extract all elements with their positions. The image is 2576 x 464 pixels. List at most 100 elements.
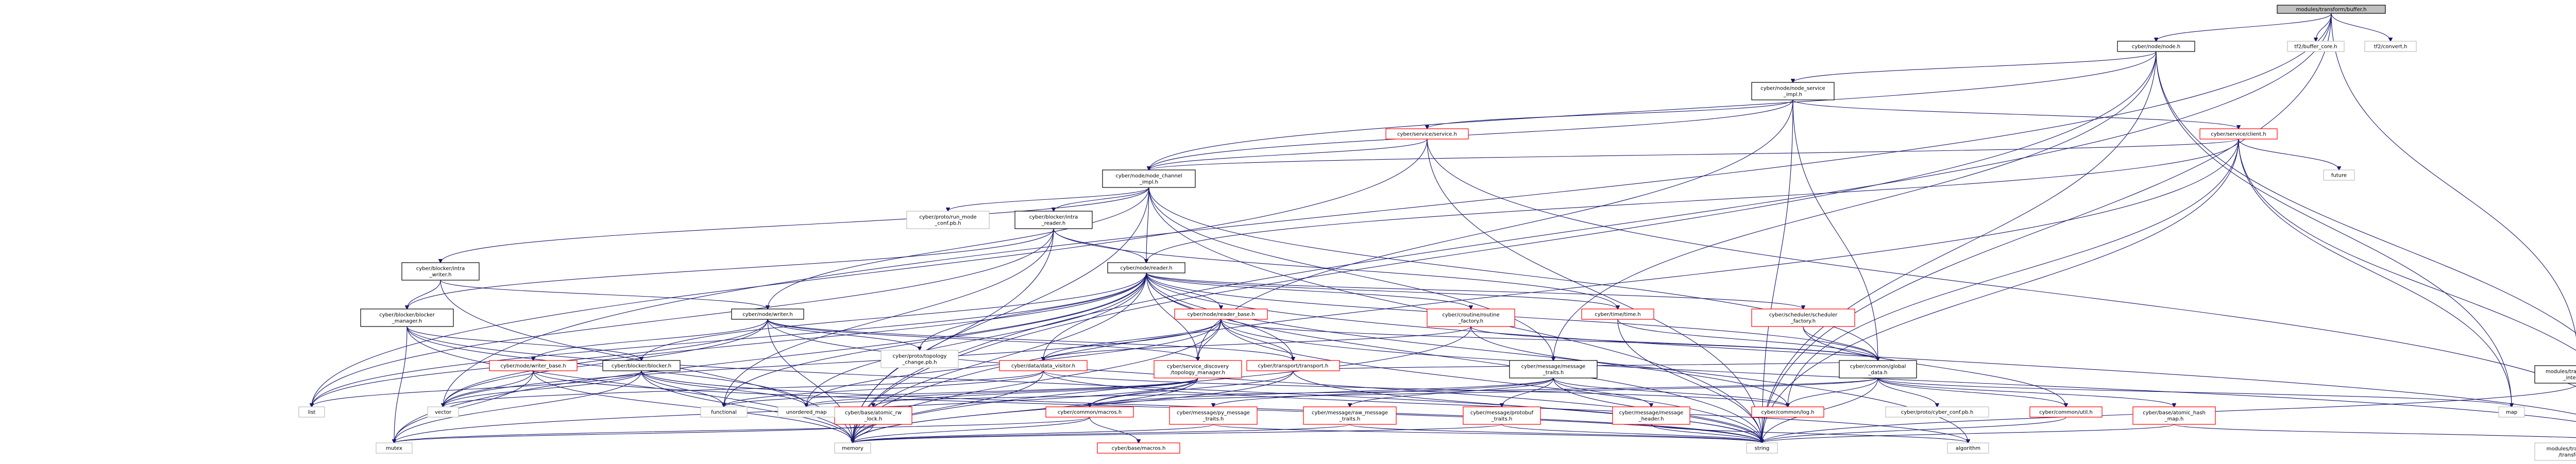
edge-service_h-to-list: [312, 139, 1428, 407]
node-intra-reader[interactable]: cyber/blocker/intra_reader.h: [1014, 211, 1093, 229]
node-box: [880, 350, 959, 368]
edge-atomic_hash_map-to-utility: [2174, 424, 2576, 438]
edge-reader_h-to-reader_base: [1146, 272, 1221, 309]
node-atomic-hash-map[interactable]: cyber/base/atomic_hash_map.h: [2132, 406, 2216, 425]
node-label: functional: [711, 410, 737, 416]
node-data-visitor[interactable]: cyber/data/data_visitor.h: [999, 360, 1088, 371]
node-box: [1246, 360, 1340, 371]
node-base-macros[interactable]: cyber/base/macros.h: [1097, 442, 1180, 454]
node-box: [1169, 406, 1258, 425]
node-future: future: [2323, 169, 2355, 181]
node-map: map: [2498, 406, 2525, 418]
edge-routine_factory-to-log_h: [1470, 326, 1788, 407]
node-scheduler-factory[interactable]: cyber/scheduler/scheduler_factory.h: [1751, 308, 1855, 327]
edge-reader_base-to-topology_manager: [1198, 319, 1222, 360]
node-node-channel-impl[interactable]: cyber/node/node_channel_impl.h: [1102, 169, 1196, 188]
node-label: cyber/node/node.h: [2132, 44, 2180, 50]
node-box: [602, 360, 681, 371]
edge-data_visitor-to-functional: [724, 370, 1044, 407]
node-label: cyber/blocker/intra: [1029, 215, 1078, 220]
edge-writer_base-to-string: [533, 370, 1762, 443]
node-node-h[interactable]: cyber/node/node.h: [2117, 41, 2195, 52]
node-box: [1839, 360, 1917, 379]
node-label: _interface.h: [2563, 375, 2576, 381]
node-time-h[interactable]: cyber/time/time.h: [1581, 308, 1654, 320]
node-reader-h[interactable]: cyber/node/reader.h: [1107, 262, 1185, 273]
edge-routine_factory-to-global_data: [1470, 326, 1878, 360]
node-box: [1427, 308, 1515, 327]
edge-node_service_impl-to-global_data: [1792, 99, 1878, 360]
node-message-header[interactable]: cyber/message/message_header.h: [1612, 406, 1690, 425]
edge-service_h-to-string: [1427, 139, 1762, 443]
edge-protobuf_traits-to-string: [1501, 424, 1762, 443]
node-buffer-interface[interactable]: modules/transform/buffer_interface.h: [2534, 365, 2576, 384]
edge-client_h-to-string: [1762, 139, 2239, 443]
node-box: [1581, 308, 1654, 320]
edge-root-to-string: [1762, 13, 2332, 443]
node-transport-h[interactable]: cyber/transport/transport.h: [1246, 360, 1340, 371]
node-routine-factory[interactable]: cyber/croutine/routine_factory.h: [1427, 308, 1515, 327]
edge-blocker_manager-to-blocker_h: [406, 326, 641, 360]
edge-atomic_hash_map-to-string: [1762, 424, 2175, 443]
node-intra-writer[interactable]: cyber/blocker/intra_writer.h: [401, 262, 480, 281]
node-list: list: [298, 406, 325, 418]
node-reader-base[interactable]: cyber/node/reader_base.h: [1174, 308, 1268, 320]
node-label: algorithm: [1956, 446, 1980, 452]
node-message-traits[interactable]: cyber/message/message_traits.h: [1509, 360, 1598, 379]
edge-py_message_traits-to-string: [1213, 424, 1762, 443]
node-writer-h[interactable]: cyber/node/writer.h: [731, 308, 804, 320]
node-label: _traits.h: [1339, 417, 1361, 422]
edge-writer_h-to-transport_h: [767, 319, 1293, 360]
node-writer-base[interactable]: cyber/node/writer_base.h: [489, 360, 578, 371]
node-functional: functional: [700, 406, 748, 418]
edge-reader_h-to-vector: [443, 272, 1147, 407]
node-label: cyber/base/atomic_rw: [845, 410, 902, 416]
edge-client_h-to-node_channel_impl: [1149, 139, 2239, 170]
node-client-h[interactable]: cyber/service/client.h: [2199, 128, 2278, 140]
edge-raw_message_traits-to-string: [1349, 424, 1762, 443]
node-service-h[interactable]: cyber/service/service.h: [1385, 128, 1469, 140]
node-label: _data.h: [1868, 370, 1887, 376]
node-box: [1746, 442, 1778, 454]
node-box: [2364, 41, 2417, 52]
node-label: _factory.h: [1790, 319, 1816, 324]
edge-message_traits-to-protobuf_traits: [1502, 377, 1554, 407]
node-label: tf2/buffer_core.h: [2294, 44, 2337, 50]
node-box: [2029, 406, 2103, 418]
node-util-h[interactable]: cyber/common/util.h: [2029, 406, 2103, 418]
edge-message_traits-to-py_message_traits: [1213, 377, 1554, 407]
node-global-data[interactable]: cyber/common/global_data.h: [1839, 360, 1917, 379]
node-label: cyber/service/service.h: [1397, 132, 1457, 138]
node-atomic-rw-lock[interactable]: cyber/base/atomic_rw_lock.h: [834, 406, 912, 425]
edge-reader_base-to-transport_h: [1221, 319, 1293, 360]
node-label: cyber/common/log.h: [1761, 410, 1814, 416]
node-node-service-impl[interactable]: cyber/node/node_service_impl.h: [1751, 82, 1835, 100]
node-log-h[interactable]: cyber/common/log.h: [1751, 406, 1824, 418]
node-label: cyber/node/writer_base.h: [500, 364, 566, 369]
edge-node_channel_impl-to-reader_h: [1146, 187, 1149, 263]
node-box: [1885, 406, 1989, 418]
node-blocker-manager[interactable]: cyber/blocker/blocker_manager.h: [360, 308, 454, 327]
edge-reader_h-to-scheduler_factory: [1146, 272, 1803, 309]
edge-raw_message_traits-to-memory: [853, 424, 1350, 443]
node-box: [2534, 365, 2576, 384]
node-box: [834, 406, 912, 425]
node-label: cyber/blocker/blocker: [379, 313, 435, 318]
edge-intra_reader-to-list: [312, 228, 1054, 407]
edge-global_data-to-cyber_conf: [1877, 377, 1937, 407]
edge-writer_h-to-topology_manager: [767, 319, 1198, 360]
node-label: _impl.h: [1783, 92, 1802, 98]
node-topology-manager[interactable]: cyber/service_discovery/topology_manager…: [1154, 360, 1242, 379]
node-label: _manager.h: [392, 319, 422, 324]
node-py-message-traits[interactable]: cyber/message/py_message_traits.h: [1169, 406, 1258, 425]
node-box: [1102, 169, 1196, 188]
node-common-macros[interactable]: cyber/common/macros.h: [1045, 406, 1134, 418]
node-raw-message-traits[interactable]: cyber/message/raw_message_traits.h: [1303, 406, 1397, 425]
edge-intra_writer-to-blocker_manager: [407, 280, 441, 309]
node-blocker-h[interactable]: cyber/blocker/blocker.h: [602, 360, 681, 371]
node-protobuf-traits[interactable]: cyber/message/protobuf_traits.h: [1463, 406, 1541, 425]
node-box: [1751, 82, 1835, 100]
node-label: cyber/common/util.h: [2039, 410, 2093, 416]
node-root[interactable]: modules/transform/buffer.h: [2277, 5, 2386, 14]
node-run-mode-conf: cyber/proto/run_mode_conf.pb.h: [906, 211, 990, 229]
